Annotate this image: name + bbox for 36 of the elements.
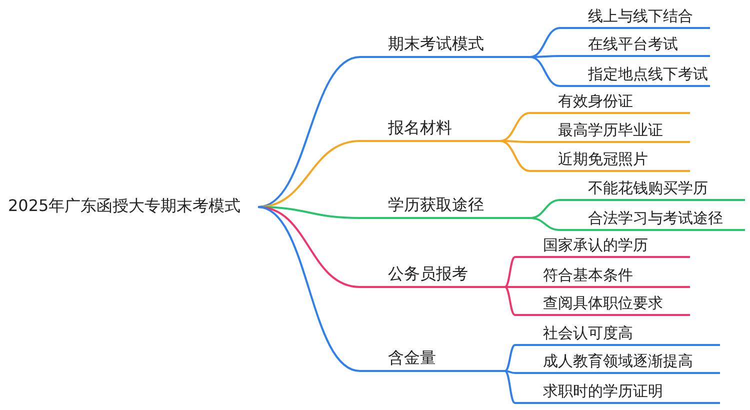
leaf-topic: 符合基本条件 <box>515 264 690 288</box>
leaf-topic: 社会认可度高 <box>515 322 720 346</box>
branch-line <box>500 140 530 172</box>
leaf-topic: 求职时的学历证明 <box>515 380 720 404</box>
leaf-topic: 在线平台考试 <box>560 33 710 57</box>
branch-topic: 报名材料 <box>360 116 500 142</box>
leaf-topic: 查阅具体职位要求 <box>515 292 690 316</box>
branch-topic: 期末考试模式 <box>360 32 530 58</box>
branch-line <box>500 112 530 142</box>
branch-line <box>530 27 560 58</box>
leaf-topic: 合法学习与考试途径 <box>560 207 745 231</box>
branch-line <box>258 206 360 372</box>
branch-line <box>505 286 515 288</box>
branch-topic: 学历获取途径 <box>360 193 530 219</box>
leaf-topic: 国家承认的学历 <box>515 234 690 258</box>
branch-line <box>258 206 360 288</box>
branch-line <box>530 56 560 87</box>
leaf-topic: 指定地点线下考试 <box>560 63 710 87</box>
leaf-topic: 线上与线下结合 <box>560 5 710 29</box>
branch-line <box>504 370 516 404</box>
branch-topic: 含金量 <box>360 346 505 372</box>
branch-line <box>530 55 560 58</box>
branch-line <box>500 140 530 143</box>
branch-line <box>504 286 516 316</box>
branch-topic: 公务员报考 <box>360 262 505 288</box>
leaf-topic: 不能花钱购买学历 <box>560 177 745 201</box>
leaf-topic: 成人教育领域逐渐提高 <box>515 350 720 374</box>
branch-line <box>504 370 516 374</box>
branch-line <box>504 256 516 288</box>
leaf-topic: 最高学历毕业证 <box>530 119 690 143</box>
branch-line <box>530 217 560 231</box>
leaf-topic: 近期免冠照片 <box>530 148 690 172</box>
branch-line <box>530 199 560 219</box>
branch-line <box>504 344 516 372</box>
root-topic: 2025年广东函授大专期末考模式 <box>8 194 258 220</box>
leaf-topic: 有效身份证 <box>530 90 690 114</box>
